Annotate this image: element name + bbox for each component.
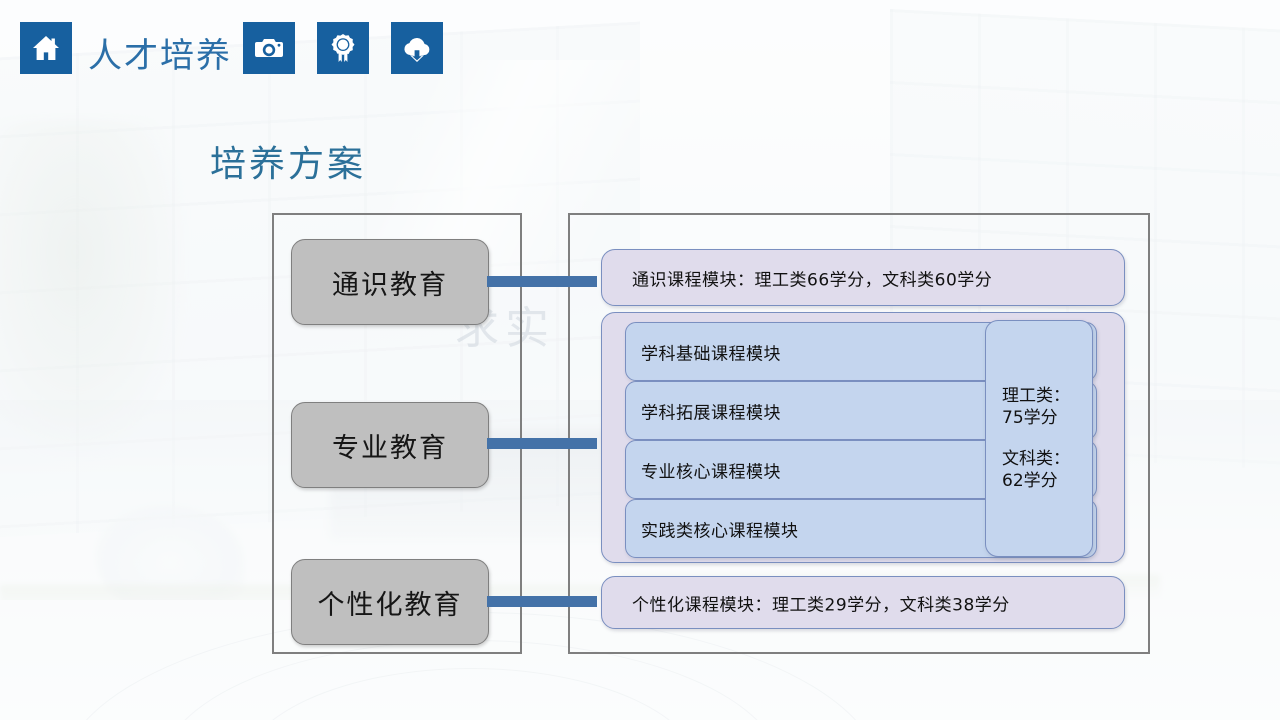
personalized-course-module-row[interactable]: 个性化课程模块：理工类29学分，文科类38学分 bbox=[601, 576, 1125, 629]
left-group-frame bbox=[272, 213, 522, 654]
home-icon[interactable] bbox=[20, 22, 72, 74]
general-course-module-row[interactable]: 通识课程模块：理工类66学分，文科类60学分 bbox=[601, 249, 1125, 306]
category-label: 专业教育 bbox=[332, 432, 448, 464]
module-label: 学科基础课程模块 bbox=[641, 344, 781, 364]
award-medal-icon[interactable] bbox=[317, 22, 369, 74]
right-group-frame bbox=[568, 213, 1150, 654]
header-bar: 人才培养 bbox=[0, 0, 1280, 96]
page-title: 培养方案 bbox=[210, 144, 367, 185]
category-label: 通识教育 bbox=[332, 269, 448, 301]
connector-general bbox=[487, 276, 597, 287]
module-label: 学科拓展课程模块 bbox=[641, 403, 781, 423]
credits-science-value: 75学分 bbox=[1002, 408, 1058, 429]
camera-icon[interactable] bbox=[243, 22, 295, 74]
personalized-course-module-text: 个性化课程模块：理工类29学分，文科类38学分 bbox=[632, 595, 1010, 615]
header-title: 人才培养 bbox=[88, 36, 232, 76]
cloud-download-icon[interactable] bbox=[391, 22, 443, 74]
category-box-general-education[interactable]: 通识教育 bbox=[291, 239, 489, 325]
credits-science-label: 理工类： bbox=[1002, 385, 1070, 406]
credits-liberal-label: 文科类： bbox=[1002, 448, 1070, 469]
category-label: 个性化教育 bbox=[317, 589, 463, 621]
general-course-module-text: 通识课程模块：理工类66学分，文科类60学分 bbox=[632, 270, 993, 290]
major-credits-box: 理工类： 75学分 文科类： 62学分 bbox=[985, 320, 1093, 557]
connector-major bbox=[487, 438, 597, 449]
module-label: 专业核心课程模块 bbox=[641, 462, 781, 482]
category-box-major-education[interactable]: 专业教育 bbox=[291, 402, 489, 488]
module-label: 实践类核心课程模块 bbox=[641, 521, 799, 541]
category-box-personalized-education[interactable]: 个性化教育 bbox=[291, 559, 489, 645]
credits-liberal-value: 62学分 bbox=[1002, 470, 1058, 491]
connector-personalized bbox=[487, 596, 597, 607]
